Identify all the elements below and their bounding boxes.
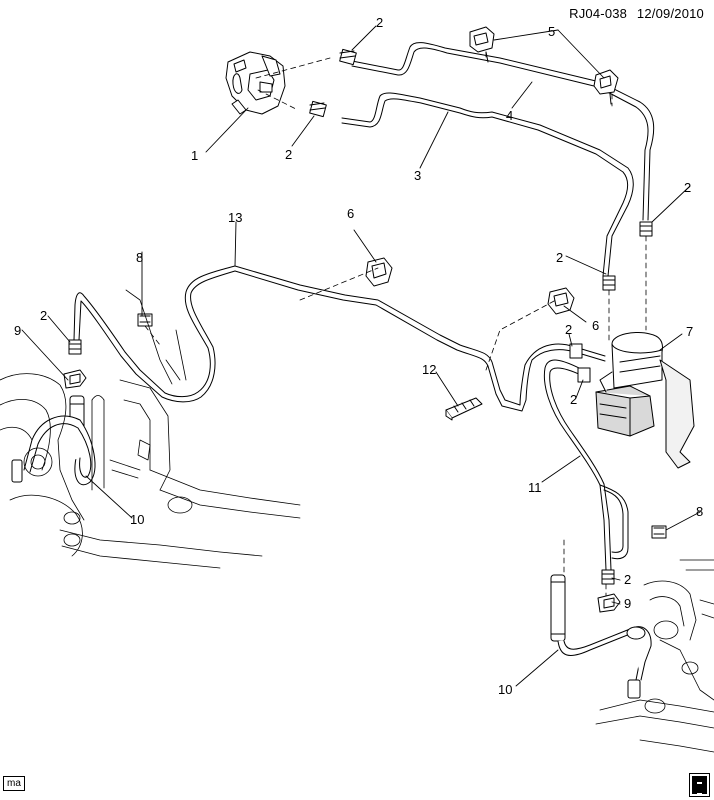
diagram-reference: RJ04-038 12/09/2010 — [563, 6, 704, 21]
callout-4: 4 — [506, 108, 513, 123]
callout-12: 12 — [422, 362, 436, 377]
fitting-2c-threads — [639, 225, 653, 232]
clip-9a — [63, 369, 87, 389]
fitting-2e — [68, 339, 82, 355]
callout-7: 7 — [686, 324, 693, 339]
fitting-2h-threads — [601, 573, 615, 580]
clip-8b — [651, 525, 667, 539]
callout-1: 1 — [191, 148, 198, 163]
clip-5a — [469, 26, 495, 63]
fitting-2h — [601, 569, 615, 585]
callout-9-left: 9 — [14, 323, 21, 338]
callout-6-top: 6 — [347, 206, 354, 221]
callout-2-left: 2 — [40, 308, 47, 323]
rear-suspension — [595, 559, 714, 753]
callout-3: 3 — [414, 168, 421, 183]
brake-pipe-13 — [73, 265, 606, 412]
callout-2-abs-lower: 2 — [570, 392, 577, 407]
front-suspension — [0, 289, 301, 569]
callout-2-rear: 2 — [624, 572, 631, 587]
reference-date: 12/09/2010 — [636, 6, 704, 21]
pipe-bracket-12 — [445, 397, 483, 421]
clip-6a — [365, 257, 393, 287]
callout-8-right: 8 — [696, 504, 703, 519]
fitting-2a — [339, 48, 357, 66]
abs-modulator — [595, 331, 695, 469]
callout-2-abs-upper: 2 — [565, 322, 572, 337]
reference-code: RJ04-038 — [569, 6, 628, 21]
brake-pipe-11 — [543, 359, 629, 571]
callout-8-left: 8 — [136, 250, 143, 265]
clip-5b — [593, 69, 619, 105]
callout-5: 5 — [548, 24, 555, 39]
callout-labels: 1 2 2 3 4 5 2 2 13 6 8 2 9 6 7 2 2 12 11… — [14, 15, 703, 697]
fitting-2d-threads — [602, 279, 616, 286]
fitting-2d — [602, 275, 616, 291]
clip-8b-detail — [653, 527, 665, 535]
fitting-2c — [639, 221, 653, 237]
clip-6b — [547, 287, 575, 315]
clip-9b — [597, 593, 621, 613]
front-brake-hose-10 — [11, 395, 96, 486]
callout-2-top: 2 — [376, 15, 383, 30]
callout-9-rear: 9 — [624, 596, 631, 611]
callout-2-master: 2 — [285, 147, 292, 162]
callout-2-mid: 2 — [556, 250, 563, 265]
alignment-lines — [144, 51, 647, 597]
brake-pipe-3 — [341, 92, 634, 277]
leader-lines — [21, 25, 701, 687]
callout-10-front: 10 — [130, 512, 144, 527]
callout-10-rear: 10 — [498, 682, 512, 697]
fitting-2f — [569, 343, 583, 359]
book-icon — [689, 773, 710, 797]
footer-tag: ma — [3, 776, 25, 791]
fitting-2g — [577, 367, 591, 383]
callout-13: 13 — [228, 210, 242, 225]
brake-pipe-4 — [351, 42, 655, 221]
master-cylinder — [225, 51, 286, 115]
fitting-2e-threads — [68, 343, 82, 350]
callout-2-right: 2 — [684, 180, 691, 195]
fitting-2b — [309, 100, 327, 118]
callout-6-mid: 6 — [592, 318, 599, 333]
rear-brake-hose-10 — [550, 574, 652, 699]
callout-11: 11 — [528, 480, 542, 495]
